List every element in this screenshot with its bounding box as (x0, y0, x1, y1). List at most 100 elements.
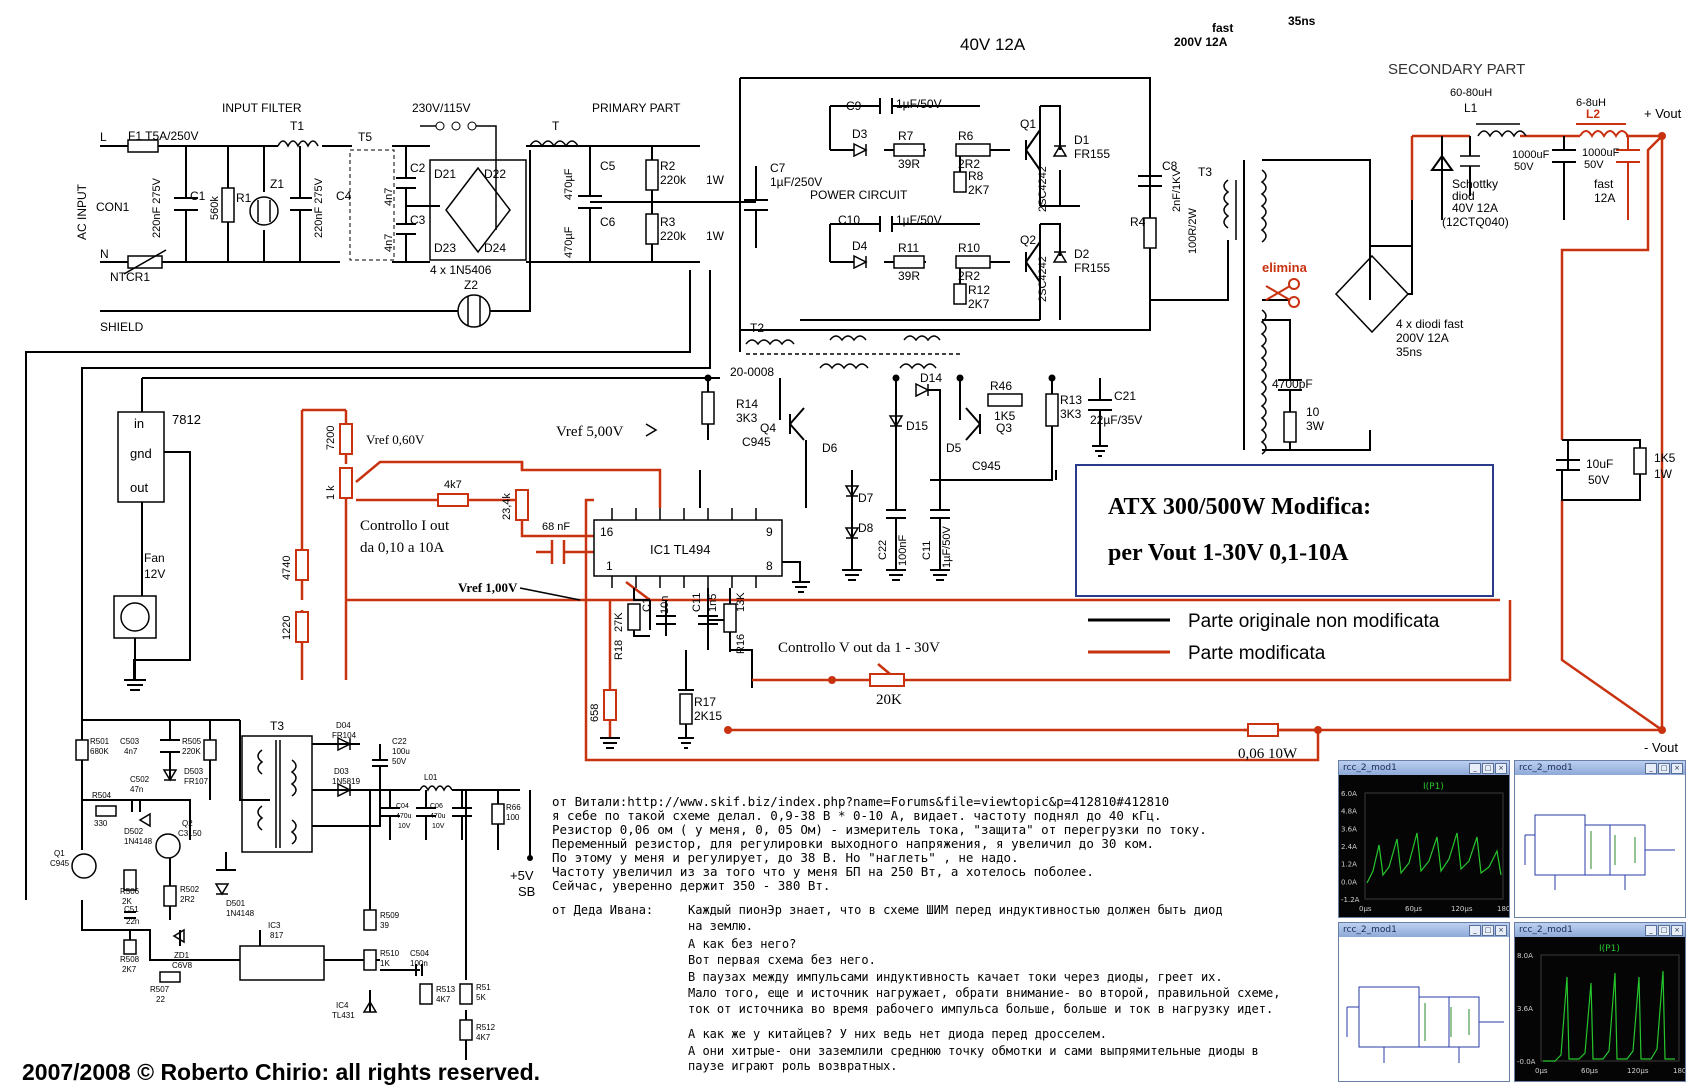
r6-label: R6 (958, 129, 974, 143)
ac-input-label: AC INPUT (75, 183, 89, 240)
maximize-button[interactable]: □ (1658, 763, 1670, 774)
r13-label: R13 (1060, 393, 1082, 407)
r17-value: 2K15 (694, 709, 722, 723)
c6-value: 470µF (563, 226, 575, 258)
d3-label: D3 (852, 127, 868, 141)
ivan-line-5: Мало того, еще и источник нагружает, обр… (688, 986, 1280, 1000)
fuse-f1-label: F1 T5A/250V (128, 129, 199, 143)
q4-label: Q4 (760, 421, 776, 435)
r4740-label: 4740 (281, 556, 293, 580)
r658-label: 658 (589, 704, 601, 722)
minimize-button[interactable]: _ (1645, 763, 1657, 774)
r3-label: R3 (660, 215, 676, 229)
bridge-label: 4 x 1N5406 (430, 263, 492, 277)
minimize-button[interactable]: _ (1469, 763, 1481, 774)
r508-value: 2K7 (122, 965, 137, 974)
q1-value: 2SC4242 (1037, 166, 1049, 212)
standby-t3-label: T3 (270, 719, 284, 733)
ivan-line-9: А они хитрые- они заземлили среднюю точк… (688, 1044, 1259, 1058)
resistor-r513 (419, 983, 433, 1005)
window-title-bar: rcc_2_mod1 _ □ × (1515, 923, 1685, 937)
scope-x-tick: 180µs (1673, 1067, 1685, 1075)
resistor-r501 (75, 739, 89, 761)
resistor-r18 (627, 603, 641, 631)
title-line-1: ATX 300/500W Modifica: (1108, 494, 1371, 520)
minimize-button[interactable]: _ (1469, 925, 1481, 936)
c945a-label: C945 (742, 435, 771, 449)
r8-label: R8 (968, 169, 984, 183)
c51-label: C51 (124, 905, 139, 914)
d22-label: D22 (484, 167, 506, 181)
resistor-r46 (987, 393, 1023, 407)
r10-label: R10 (958, 241, 980, 255)
zd1-value: C6V8 (172, 961, 193, 970)
c51-value: 22n (126, 917, 139, 926)
t5-cap-a: 4n7 (383, 188, 395, 206)
schematic-window-1[interactable]: rcc_2_mod1 _ □ × (1514, 760, 1686, 918)
top-label-35ns: 35ns (1288, 14, 1316, 28)
resistor-r512 (459, 1019, 473, 1041)
resistor-10ohm (1283, 411, 1297, 443)
t3-label: T3 (1198, 165, 1212, 179)
vout-plus-label: + Vout (1644, 106, 1682, 121)
c1000a-value: 50V (1514, 161, 1534, 173)
r513-value: 4K7 (436, 995, 451, 1004)
d23-label: D23 (434, 241, 456, 255)
c4-label: C4 (336, 189, 352, 203)
t-label: T (552, 119, 560, 133)
top-label-fast-rating: 200V 12A (1174, 35, 1228, 49)
l01-label: L01 (424, 773, 438, 782)
scope-y-tick: -0.0A (1517, 1058, 1536, 1066)
r501-value: 680K (90, 747, 109, 756)
r20k-label: 20K (876, 692, 902, 708)
r3-power: 1W (706, 229, 725, 243)
copyright-notice: 2007/2008 © Roberto Chirio: all rights r… (22, 1059, 540, 1085)
r504-label: R504 (92, 791, 112, 800)
close-button[interactable]: × (1495, 763, 1507, 774)
r502-label: R502 (180, 885, 200, 894)
q1-standby-value: C945 (50, 859, 70, 868)
ic4-label: IC4 (336, 1001, 349, 1010)
resistor-r508 (123, 939, 137, 955)
scope-y-tick: 8.0A (1517, 952, 1533, 960)
ivan-line-10: паузе играют роль возвратных. (688, 1059, 898, 1073)
r7-label: R7 (898, 129, 914, 143)
scope-y-tick: 1.2A (1341, 861, 1357, 869)
r7200-label: 7200 (325, 426, 337, 450)
z2-label: Z2 (464, 278, 478, 292)
close-button[interactable]: × (1671, 925, 1683, 936)
diodi-value: 200V 12A (1396, 331, 1449, 345)
maximize-button[interactable]: □ (1658, 925, 1670, 936)
resistor-r11 (893, 255, 925, 269)
r508-label: R508 (120, 955, 140, 964)
c10u-label: 10uF (1586, 457, 1613, 471)
minimize-button[interactable]: _ (1645, 925, 1657, 936)
line-l-label: L (100, 130, 107, 144)
q1-standby-label: Q1 (54, 849, 65, 858)
legend-black-label: Parte originale non modificata (1188, 611, 1440, 632)
close-button[interactable]: × (1671, 763, 1683, 774)
c1b-value: 10n (659, 596, 671, 614)
transformer-t (529, 140, 579, 148)
c1000a-label: 1000uF (1512, 149, 1550, 161)
maximize-button[interactable]: □ (1482, 925, 1494, 936)
d1-label: D1 (1074, 133, 1090, 147)
maximize-button[interactable]: □ (1482, 763, 1494, 774)
ic1-tl494 (593, 519, 783, 577)
scope-y-tick: 2.4A (1341, 843, 1357, 851)
ic1-pin8: 8 (766, 559, 773, 573)
close-button[interactable]: × (1495, 925, 1507, 936)
ic3-value: 817 (270, 931, 284, 940)
r501-label: R501 (90, 737, 110, 746)
scope-y-tick: -1.2A (1341, 896, 1360, 904)
c22-label: C22 (877, 540, 889, 560)
resistor-r16 (723, 603, 737, 633)
t2-value: 20-0008 (730, 365, 774, 379)
r6-value: 2R2 (958, 157, 980, 171)
schematic-window-2[interactable]: rcc_2_mod1 _ □ × (1338, 922, 1510, 1082)
scope-y-tick: 0.0A (1341, 878, 1357, 886)
